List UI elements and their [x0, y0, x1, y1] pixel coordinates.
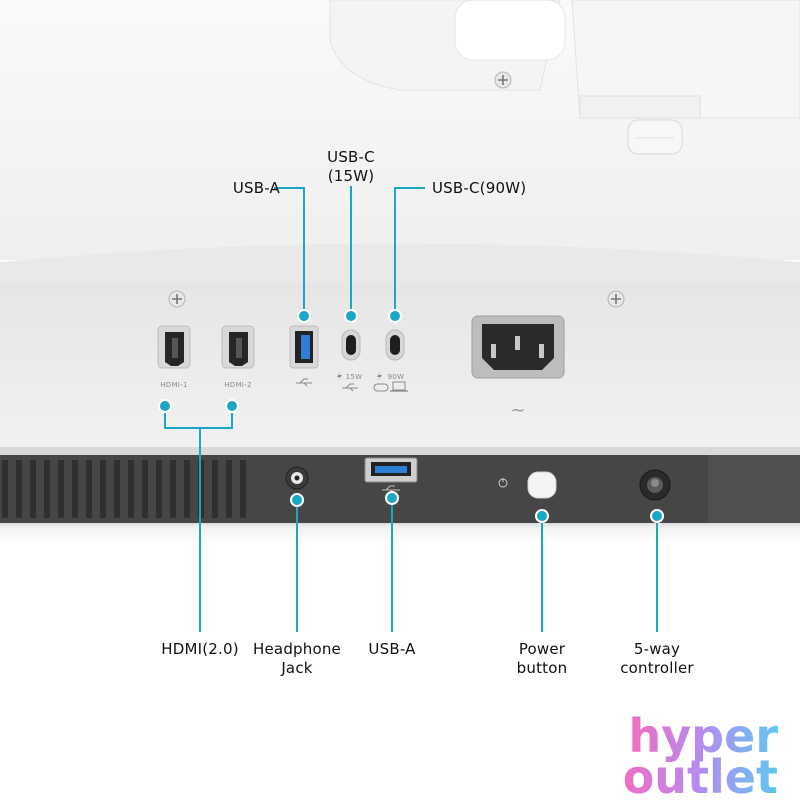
logo-line-2: outlet: [623, 750, 778, 800]
hyper-outlet-logo: hyper outlet: [623, 709, 779, 800]
housing-edge: [0, 243, 800, 285]
callout-hdmi: HDMI(2.0): [161, 640, 239, 658]
lightning-icon: [337, 372, 342, 381]
callout-usb-a-bottom: USB-A: [368, 640, 416, 658]
callout-dots: [158, 309, 664, 523]
usb-c-90w-marking: 90W: [388, 373, 405, 381]
callout-5-way-controller: 5-way controller: [620, 640, 694, 677]
joystick-icon[interactable]: [639, 469, 671, 501]
power-button[interactable]: [527, 471, 557, 499]
ac-power-socket-icon: [471, 315, 565, 379]
usb-a-port-icon: [364, 457, 418, 483]
usb-c-port-icon: [385, 329, 405, 361]
callout-lines: [164, 186, 658, 632]
callout-usb-c-90w: USB-C(90W): [432, 179, 527, 197]
lightning-icon: [377, 372, 382, 381]
usb-c-port-icon: [341, 329, 361, 361]
logo-line-1: hyper: [628, 709, 778, 763]
usb-c-15w-marking: 15W: [346, 373, 363, 381]
screw-icon: [607, 290, 625, 308]
vent-slots: [0, 460, 250, 518]
stand-mount: [329, 0, 800, 155]
panel-lip: [0, 447, 800, 457]
screw-icon: [168, 290, 186, 308]
callout-headphone-jack: Headphone Jack: [253, 640, 341, 677]
laptop-icon: [390, 381, 408, 392]
headphone-jack-icon: [285, 466, 309, 490]
usb-a-port-icon: [289, 325, 319, 369]
callout-power-button: Power button: [516, 640, 568, 677]
callout-usb-c-15w: USB-C (15W): [327, 148, 375, 185]
usb-symbol-icon: [296, 378, 312, 387]
hdmi-1-marking: HDMI-1: [160, 381, 188, 389]
callout-usb-a-top: USB-A: [232, 179, 280, 197]
usb-c-port-icon: [373, 383, 389, 392]
port-panel: [0, 282, 800, 447]
screw-icon: [494, 71, 512, 89]
hdmi-port-icon: [221, 325, 255, 369]
power-button-icon: [498, 478, 508, 488]
hdmi-2-marking: HDMI-2: [224, 381, 252, 389]
usb-symbol-icon: [342, 383, 358, 392]
ac-symbol: ~: [510, 400, 525, 421]
hdmi-port-icon: [157, 325, 191, 369]
